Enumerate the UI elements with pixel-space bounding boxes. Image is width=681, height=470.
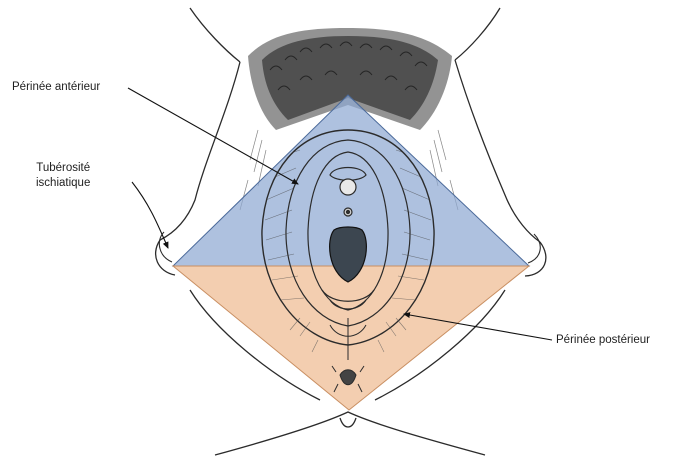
posterior-perineum-triangle <box>173 266 529 410</box>
label-ischial-tuberosity-line2: ischiatique <box>36 176 90 191</box>
label-ischial-tuberosity-line1: Tubérosité <box>36 161 90 176</box>
label-ischial-tuberosity: Tubérosité ischiatique <box>36 161 90 191</box>
label-anterior-perineum: Périnée antérieur <box>12 80 100 95</box>
label-posterior-perineum: Périnée postérieur <box>556 333 650 348</box>
